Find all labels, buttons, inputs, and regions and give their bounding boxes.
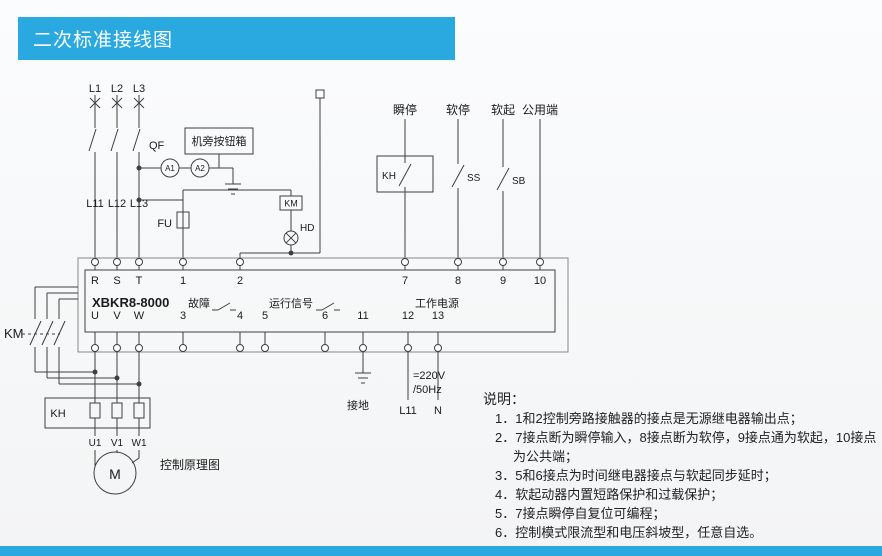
terminal-label-8: 8: [455, 275, 461, 287]
terminal-label-9: 9: [500, 275, 506, 287]
neutral-label: N: [434, 405, 442, 417]
line-label-l11: L11: [86, 198, 104, 210]
control-label-instant-stop: 瞬停: [393, 102, 417, 117]
fuse-label: FU: [157, 218, 172, 230]
overload-relay-label-kh: KH: [50, 408, 65, 420]
relay-contact-symbols: [212, 302, 340, 311]
heater-element: [133, 402, 145, 419]
terminal-label-5: 5: [262, 310, 268, 322]
page-title: 二次标准接线图: [33, 30, 174, 51]
motor-output-circuit: [44, 351, 151, 495]
terminal-label-w: W: [134, 310, 145, 322]
heater-element: [111, 402, 123, 419]
terminal-label-1: 1: [180, 275, 186, 287]
motor-terminal-v1: V1: [111, 438, 124, 449]
control-label-soft-start: 软起: [491, 103, 515, 117]
terminal-label-12: 12: [402, 310, 414, 322]
motor-terminal-w1: W1: [132, 438, 147, 449]
note-item-3: 3．5和6接点为时间继电器接点与软起同步延时；: [495, 468, 777, 483]
fault-label: 故障: [188, 296, 210, 310]
control-buttons-circuit: [376, 119, 541, 259]
sb-button-label: SB: [512, 176, 526, 187]
phase-label-l2: L2: [111, 83, 123, 95]
breaker-label-qf: QF: [149, 140, 165, 152]
indicator-label-hd: HD: [300, 223, 314, 234]
outer-enclosure-box: [77, 257, 569, 353]
ground-and-supply: [355, 351, 439, 400]
motor-terminal-u1: U1: [89, 438, 102, 449]
notes-heading: 说明：: [483, 391, 525, 407]
work-power-label: 工作电源: [415, 296, 459, 310]
top-terminal-square: [315, 89, 325, 99]
terminal-label-v: V: [113, 310, 121, 322]
overload-relay-box: [44, 397, 151, 429]
indicator-lamp-icon: [283, 230, 299, 246]
title-banner: 二次标准接线图: [18, 17, 455, 60]
terminal-label-4: 4: [237, 310, 243, 322]
ground-label: 接地: [347, 399, 369, 412]
ss-contact-blade: [451, 164, 465, 188]
thermal-relay-label-kh: KH: [382, 171, 396, 182]
supply-voltage-label: =220V: [413, 370, 446, 382]
bypass-contactor-label-km: KM: [4, 326, 24, 341]
sb-contact-blade: [496, 167, 510, 191]
control-label-soft-stop: 软停: [446, 102, 470, 117]
terminal-label-6: 6: [322, 310, 328, 322]
terminal-label-s: S: [113, 275, 120, 287]
ground-symbol-top: [225, 183, 241, 195]
line-label-l12: L12: [108, 198, 126, 210]
notes-block: 说明： 1．1和2控制旁路接触器的接点是无源继电器输出点； 2．7接点断为瞬停输…: [483, 389, 877, 542]
terminal-label-u: U: [91, 310, 99, 322]
device-model-label: XBKR8-8000: [92, 295, 169, 310]
note-item-5: 5．7接点瞬停自复位可编程；: [495, 506, 666, 521]
contactor-coil-label: KM: [284, 199, 298, 209]
terminal-label-13: 13: [432, 310, 444, 322]
note-item-2: 2．7接点断为瞬停输入，8接点断为软停，9接点通为软起，10接点为公共端；: [495, 430, 877, 464]
button-box-label: 机旁按钮箱: [192, 134, 247, 148]
note-item-6: 6．控制模式限流型和电压斜坡型，任意自选。: [495, 525, 763, 540]
top-terminals: [91, 258, 544, 270]
ammeter-a1-label: A1: [165, 164, 175, 173]
heater-element: [89, 402, 101, 419]
junction-dot: [288, 250, 294, 256]
button-box-circuit: [136, 127, 254, 195]
terminal-label-t: T: [136, 275, 143, 287]
bottom-terminals: [91, 332, 442, 352]
kh-contact-blade: [398, 163, 412, 187]
terminal-label-3: 3: [180, 310, 186, 322]
phase-label-l1: L1: [89, 83, 101, 95]
control-label-common: 公用端: [522, 103, 558, 117]
phase-label-l3: L3: [133, 83, 145, 95]
run-signal-label: 运行信号: [269, 297, 313, 310]
fuse-symbol: [176, 211, 190, 229]
terminal-label-10: 10: [534, 275, 546, 287]
ammeter-a2-label: A2: [195, 164, 205, 173]
terminal-label-7: 7: [402, 275, 408, 287]
note-item-1: 1．1和2控制旁路接触器的接点是无源继电器输出点；: [495, 411, 803, 426]
schematic-caption: 控制原理图: [160, 458, 220, 472]
junction-dot: [136, 165, 142, 171]
device-box: [84, 269, 556, 333]
ground-symbol-bottom: [355, 372, 371, 384]
phase-lines: [88, 95, 145, 259]
terminal-label-2: 2: [237, 275, 243, 287]
note-item-4: 4．软起动器内置短路保护和过载保护；: [495, 487, 724, 502]
terminal-label-11: 11: [357, 310, 368, 322]
line-label-l13: L13: [130, 198, 148, 210]
supply-frequency-label: /50Hz: [413, 384, 442, 396]
bottom-accent-strip: [0, 546, 882, 556]
motor-letter: M: [109, 466, 121, 482]
supply-l11-label: L11: [399, 405, 417, 417]
terminal-label-r: R: [91, 275, 99, 287]
control-supply-circuit: [136, 89, 325, 259]
ss-button-label: SS: [467, 173, 481, 184]
motor-symbol: [93, 451, 137, 495]
